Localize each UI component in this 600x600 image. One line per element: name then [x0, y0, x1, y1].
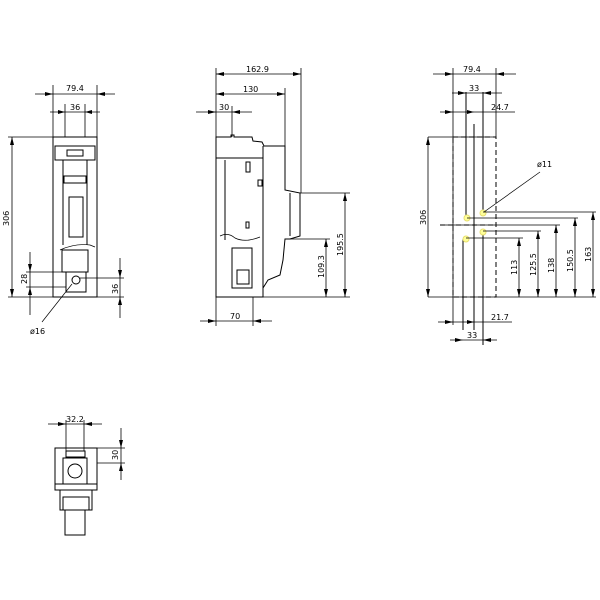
- front-handle: [68, 196, 84, 238]
- front-label-window: [54, 145, 96, 161]
- dim-front-width-module: 36: [70, 103, 80, 112]
- dim-front-height-overall: 306: [2, 211, 11, 226]
- dim-top-height: 30: [111, 450, 120, 460]
- dim-drill-hole-offset-top: 24.7: [491, 103, 509, 112]
- front-view: 79.4 36 306 28 36 ø16: [2, 84, 124, 336]
- dim-front-terminal-diameter: ø16: [30, 327, 45, 336]
- drilling-view: 79.4 33 24.7 306 ø11 113 125.5 138 150.5…: [419, 65, 596, 345]
- dim-drill-hole-diameter: ø11: [537, 160, 552, 169]
- dim-side-depth-body: 130: [243, 85, 258, 94]
- side-terminal: [231, 247, 253, 289]
- dim-side-depth-base: 70: [230, 312, 240, 321]
- dim-front-terminal-height: 28: [20, 274, 29, 284]
- dim-drill-hole-spacing-top: 33: [469, 84, 479, 93]
- dim-drill-hole-height: 125.5: [529, 253, 538, 276]
- front-terminal: [65, 271, 87, 293]
- dim-side-depth-overall: 162.9: [246, 65, 269, 74]
- dim-drill-hole-height: 138: [547, 258, 556, 273]
- dim-side-handle-top: 195.5: [336, 233, 345, 256]
- dim-drill-hole-offset-bottom: 21.7: [491, 313, 509, 322]
- dim-top-width: 32.2: [66, 415, 84, 424]
- dim-drill-hole-spacing-bottom: 33: [467, 331, 477, 340]
- dim-side-handle-bottom: 109.3: [317, 255, 326, 278]
- front-terminal-screw: [71, 275, 81, 285]
- dim-front-width-overall: 79.4: [66, 84, 84, 93]
- dim-drill-hole-height: 113: [510, 260, 519, 275]
- dim-side-depth-front: 30: [219, 103, 229, 112]
- dim-drill-hole-height: 163: [584, 247, 593, 262]
- front-fuse-slot: [63, 175, 87, 184]
- front-rating-plate: [66, 149, 84, 157]
- mounting-hole: [462, 235, 470, 243]
- top-terminal: [64, 509, 86, 536]
- dim-drill-height-overall: 306: [419, 210, 428, 225]
- top-view: 32.2 30: [48, 415, 125, 536]
- front-terminal-block: [61, 249, 89, 273]
- dim-drill-hole-height: 150.5: [566, 249, 575, 272]
- dim-front-terminal-offset: 36: [111, 284, 120, 294]
- side-body-outline: [215, 134, 301, 298]
- dim-drill-width-overall: 79.4: [463, 65, 481, 74]
- mounting-hole: [479, 228, 487, 236]
- side-view: 162.9 130 30 195.5 109.3 70: [196, 65, 350, 326]
- top-base: [59, 489, 93, 511]
- front-body-outline: [52, 136, 98, 298]
